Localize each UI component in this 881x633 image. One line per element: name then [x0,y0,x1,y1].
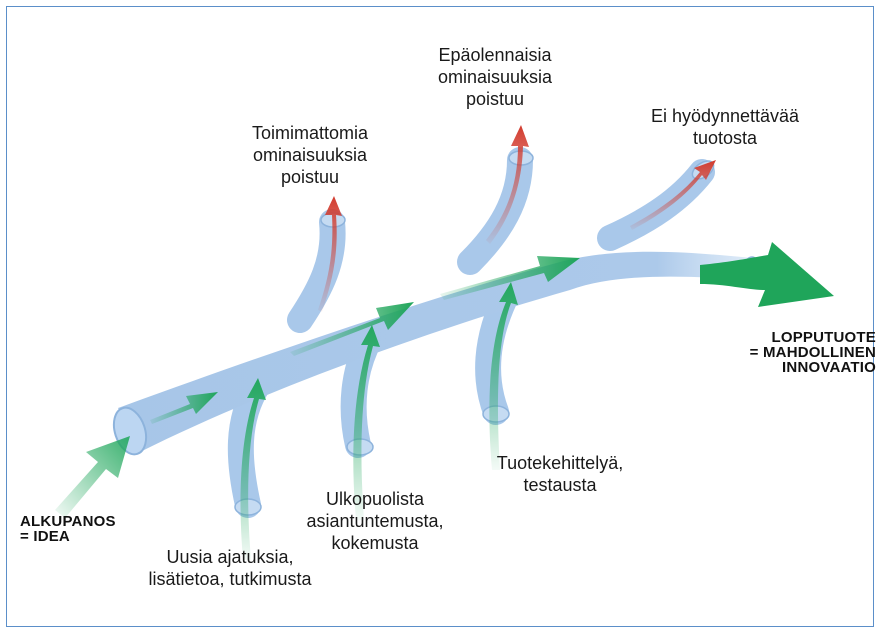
exit-pipe-2 [470,160,520,262]
exit-label-2: Epäolennaisia ominaisuuksia poistuu [405,44,585,110]
start-arrow [55,436,130,518]
exit-pipe-3 [610,172,702,238]
exit-label-1: Toimimattomia ominaisuuksia poistuu [220,122,400,188]
input-label-3: Tuotekehittelyä, testausta [465,452,655,496]
input-label-2: Ulkopuolista asiantuntemusta, kokemusta [285,488,465,554]
start-label: ALKUPANOS = IDEA [20,514,160,544]
main-pipe [118,252,752,452]
exit-label-3: Ei hyödynnettävää tuotosta [620,105,830,149]
exit-pipe-1 [300,222,333,320]
end-label: LOPPUTUOTE = MAHDOLLINEN INNOVAATIO [700,330,876,375]
